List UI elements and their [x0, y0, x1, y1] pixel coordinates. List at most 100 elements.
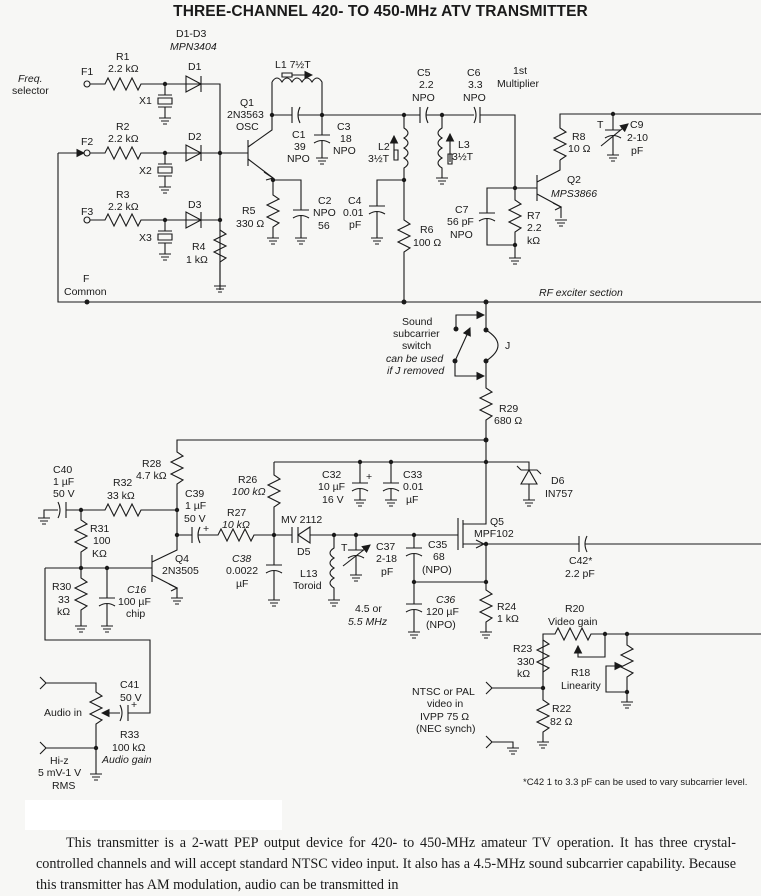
r24-value: 1 kΩ — [497, 613, 519, 625]
hiz-level: 5 mV-1 V — [38, 767, 81, 779]
r8-label: R8 — [572, 131, 586, 143]
c35-type: (NPO) — [422, 564, 452, 576]
c41-value: 50 V — [120, 692, 142, 704]
r33-value: 100 kΩ — [112, 742, 146, 754]
d5-part: MV 2112 — [281, 514, 322, 526]
c3-label: C3 — [337, 121, 351, 133]
c2-type: NPO — [313, 207, 336, 219]
c6-value: 3.3 — [468, 79, 483, 91]
c2-label: C2 — [318, 195, 332, 207]
c7-type: NPO — [450, 229, 473, 241]
l3-inductor — [436, 115, 448, 185]
c32-voltage: 16 V — [322, 494, 344, 506]
x3-crystal — [157, 220, 173, 261]
r6-value: 100 Ω — [413, 237, 441, 249]
c37-t-label: T — [341, 542, 348, 554]
switch-label-5: if J removed — [387, 365, 445, 377]
c6-type: NPO — [463, 92, 486, 104]
c42-capacitor — [486, 535, 761, 553]
c38-unit: µF — [236, 578, 248, 590]
c39-voltage: 50 V — [184, 513, 206, 525]
d5-label: D5 — [297, 546, 311, 558]
d6-part: IN757 — [545, 488, 573, 500]
audio-ground-jack — [39, 741, 102, 781]
c1-type: NPO — [287, 153, 310, 165]
x1-crystal — [157, 84, 173, 118]
r18-potentiometer — [619, 634, 635, 709]
r30-label: R30 — [52, 581, 71, 593]
c32-value: 10 µF — [318, 481, 345, 493]
c42-label: C42* — [569, 555, 592, 567]
c16-type: chip — [126, 608, 145, 620]
q5-fet — [414, 462, 487, 550]
x3-label: X3 — [139, 232, 152, 244]
c5-type: NPO — [412, 92, 435, 104]
c5-label: C5 — [417, 67, 431, 79]
r8-resistor — [552, 113, 761, 161]
r1-resistor — [90, 76, 186, 92]
r32-label: R32 — [113, 477, 132, 489]
r33-label: R33 — [120, 729, 139, 741]
c33-label: C33 — [403, 469, 422, 481]
c6-label: C6 — [467, 67, 481, 79]
l2-value: 3½T — [368, 153, 390, 165]
r3-label: R3 — [116, 189, 130, 201]
q1-part: 2N3563 — [227, 109, 264, 121]
q1-function: OSC — [236, 121, 259, 133]
c7-capacitor — [478, 187, 515, 246]
r18-function: Linearity — [561, 680, 601, 692]
c36-value: 120 µF — [426, 606, 459, 618]
r28-label: R28 — [142, 458, 161, 470]
c40-capacitor — [38, 501, 81, 525]
r3-resistor — [90, 212, 186, 228]
c39-plus: + — [203, 523, 209, 535]
c41-label: C41 — [120, 679, 139, 691]
r27-resistor — [215, 527, 274, 543]
r30-value: 33 — [58, 594, 70, 606]
r2-resistor — [90, 145, 186, 161]
video-input-section: R20 Video gain R18 Linearity R23 330 kΩ … — [412, 603, 761, 788]
c38-capacitor — [265, 535, 283, 607]
multiplier-label-2: Multiplier — [497, 78, 540, 90]
c3-capacitor — [313, 115, 331, 165]
common-label: Common — [64, 286, 107, 298]
c40-value: 1 µF — [53, 476, 74, 488]
d1d3-label: D1-D3 — [176, 28, 207, 40]
frequency-selector-section: Freq. selector F1 R1 2.2 kΩ D1 X1 D1-D3 … — [12, 28, 761, 305]
r8-value: 10 Ω — [568, 143, 591, 155]
multiplier-label: 1st — [513, 65, 527, 77]
r24-resistor — [478, 544, 494, 639]
c36-capacitor — [405, 581, 486, 639]
r6-label: R6 — [420, 224, 434, 236]
f2-label: F2 — [81, 136, 93, 148]
c41-capacitor — [119, 704, 150, 722]
c7-value: 56 pF — [447, 216, 474, 228]
video-label-1: NTSC or PAL — [412, 686, 475, 698]
l2-label: L2 — [378, 141, 390, 153]
r33-function: Audio gain — [101, 754, 152, 766]
c35-value: 68 — [433, 551, 445, 563]
c2-value: 56 — [318, 220, 330, 232]
l1-label: L1 7½T — [275, 59, 311, 71]
c9-value: 2-10 — [627, 132, 648, 144]
c40-voltage: 50 V — [53, 488, 75, 500]
c39-value: 1 µF — [185, 500, 206, 512]
switch-label-1: Sound — [402, 316, 433, 328]
audio-amplifier-section: R28 4.7 kΩ C40 1 µF 50 V R32 33 kΩ R31 1… — [38, 439, 486, 714]
q4-label: Q4 — [175, 553, 189, 565]
q5-label: Q5 — [490, 516, 504, 528]
c37-label: C37 — [376, 541, 395, 553]
rf-exciter-label: RF exciter section — [539, 287, 623, 299]
c9-t-label: T — [597, 119, 604, 131]
r7-label: R7 — [527, 210, 541, 222]
switch-label-4: can be used — [386, 353, 444, 365]
r30-resistor — [73, 568, 89, 633]
d3-label: D3 — [188, 199, 202, 211]
d2-diode — [185, 144, 220, 162]
r31-resistor — [73, 510, 89, 568]
c33-value: 0.01 — [403, 481, 424, 493]
video-label-3: IVPP 75 Ω — [420, 711, 469, 723]
l13-type: Toroid — [293, 580, 322, 592]
l2-inductor — [402, 115, 409, 180]
c42-value: 2.2 pF — [565, 568, 595, 580]
